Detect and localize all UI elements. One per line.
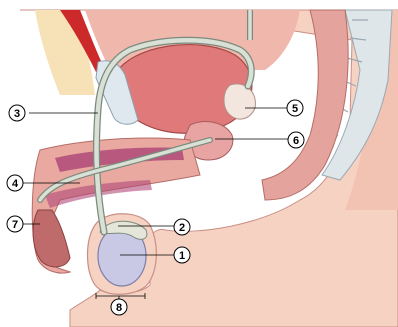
callout-7-label: 7 xyxy=(12,219,18,231)
callout-8: 8 xyxy=(111,299,127,315)
callout-1: 1 xyxy=(174,247,190,263)
callout-4: 4 xyxy=(7,175,23,191)
callout-3: 3 xyxy=(9,105,25,121)
callout-4-label: 4 xyxy=(12,178,19,190)
callout-2-label: 2 xyxy=(179,222,185,234)
callout-3-label: 3 xyxy=(14,108,20,120)
callout-5: 5 xyxy=(287,100,303,116)
callout-8-label: 8 xyxy=(116,302,122,314)
callout-7: 7 xyxy=(7,216,23,232)
callout-1-label: 1 xyxy=(179,250,185,262)
callout-6: 6 xyxy=(288,132,304,148)
callout-2: 2 xyxy=(174,219,190,235)
callout-5-label: 5 xyxy=(292,103,298,115)
callout-6-label: 6 xyxy=(293,135,299,147)
